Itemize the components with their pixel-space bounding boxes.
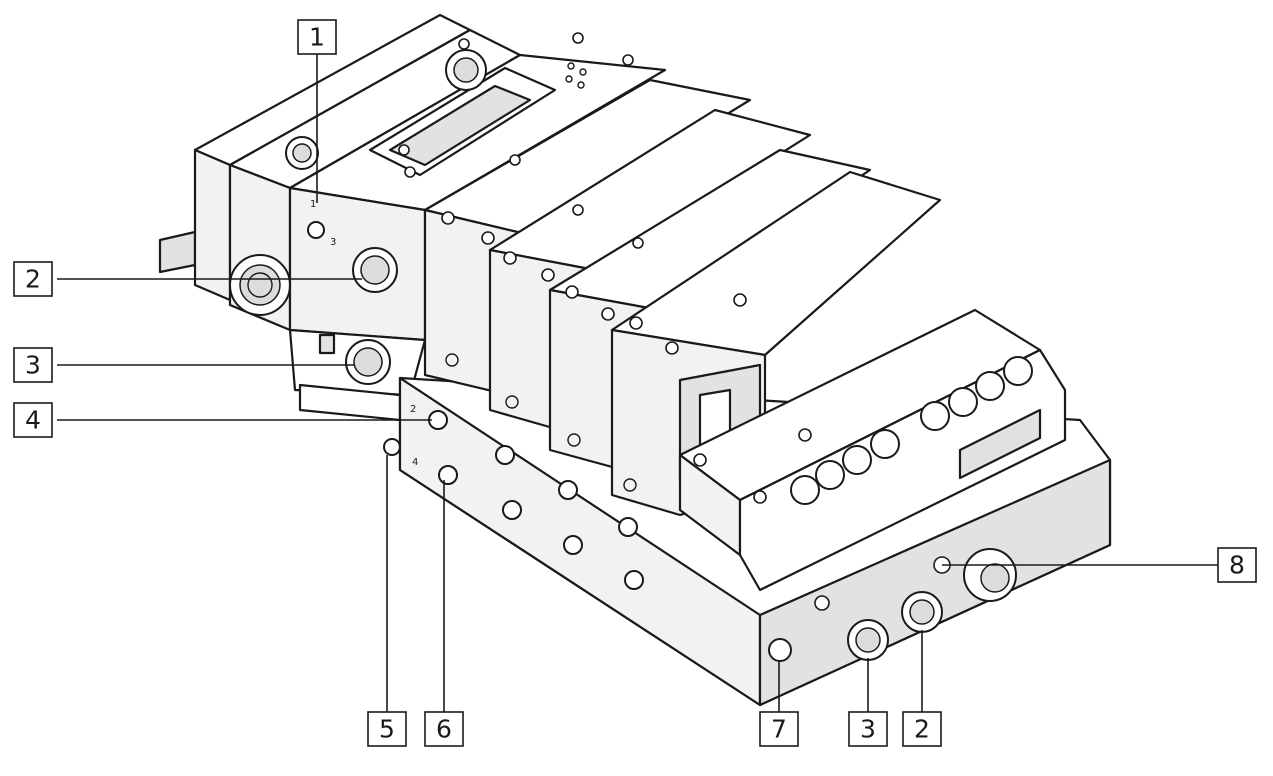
- plug-7-icon: [768, 638, 792, 662]
- svg-text:1: 1: [309, 23, 325, 52]
- svg-text:7: 7: [771, 715, 787, 744]
- svg-text:4: 4: [25, 406, 41, 435]
- callout-1: 1: [297, 19, 337, 55]
- svg-text:2: 2: [25, 265, 41, 294]
- valve-module-4: [610, 170, 942, 517]
- callout-5-bottom: 5: [367, 711, 407, 747]
- svg-text:3: 3: [25, 351, 41, 380]
- terminal-screws: [790, 356, 1033, 505]
- callout-3-bottom: 3: [848, 711, 888, 747]
- callout-7-bottom: 7: [759, 711, 799, 747]
- port-mark-1-top: 1: [310, 199, 316, 210]
- svg-text:8: 8: [1229, 551, 1245, 580]
- svg-text:6: 6: [436, 715, 452, 744]
- callout-3-left: 3: [13, 347, 53, 383]
- callout-8-right: 8: [1217, 547, 1257, 583]
- callout-6-bottom: 6: [424, 711, 464, 747]
- mounting-plate: [158, 13, 472, 302]
- port-mark-4: 4: [412, 457, 418, 468]
- work-ports: [428, 410, 644, 590]
- port-mark-3-top: 3: [330, 237, 336, 248]
- callout-2-bottom: 2: [902, 711, 942, 747]
- control-module: 1 3: [285, 32, 667, 456]
- svg-text:2: 2: [914, 715, 930, 744]
- leader-lines: [57, 54, 1218, 712]
- callout-2-left: 2: [13, 261, 53, 297]
- port-mark-2: 2: [410, 404, 416, 415]
- svg-text:5: 5: [379, 715, 395, 744]
- callout-4-left: 4: [13, 402, 53, 438]
- electrical-terminal: [678, 308, 1067, 592]
- svg-text:3: 3: [860, 715, 876, 744]
